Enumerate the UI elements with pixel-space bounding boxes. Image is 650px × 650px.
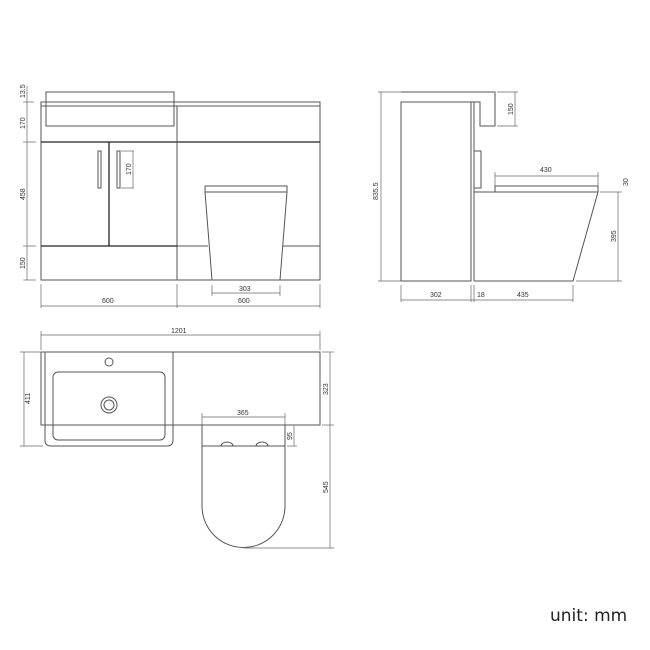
toilet-top bbox=[201, 425, 286, 548]
side-handle bbox=[473, 150, 482, 189]
front-view: 13.5 170 458 150 170 303 600 600 bbox=[20, 84, 321, 308]
dim-seat-length: 430 bbox=[540, 167, 552, 174]
dim-pan-height: 395 bbox=[611, 230, 618, 242]
door-handle-left bbox=[97, 150, 102, 189]
dim-pan-base-width: 303 bbox=[239, 286, 251, 293]
dim-basin-height: 170 bbox=[20, 117, 27, 129]
toilet-side bbox=[474, 191, 599, 282]
dim-right-unit-width: 600 bbox=[238, 298, 250, 305]
side-view: 835.5 150 430 30 395 302 18 435 bbox=[373, 91, 630, 302]
dim-pan-projection: 545 bbox=[323, 481, 330, 493]
dim-total-height: 835.5 bbox=[373, 182, 380, 200]
dim-left-unit-width: 600 bbox=[102, 298, 114, 305]
dim-total-width: 1201 bbox=[171, 328, 187, 335]
top-view: 1201 411 323 365 95 545 bbox=[20, 328, 334, 549]
dim-pan-depth: 435 bbox=[517, 292, 529, 299]
toilet-front bbox=[204, 191, 288, 281]
basin-front bbox=[45, 91, 175, 127]
unit-label: unit: mm bbox=[550, 606, 628, 626]
basin-bowl bbox=[52, 371, 166, 441]
dim-pan-width: 365 bbox=[237, 410, 249, 417]
drain-inner bbox=[103, 399, 115, 411]
basin-top bbox=[44, 351, 174, 447]
dim-unit-depth: 302 bbox=[430, 292, 442, 299]
dim-basin-overhang: 150 bbox=[508, 103, 515, 115]
tap-hole bbox=[104, 357, 114, 367]
dim-seat-thickness: 30 bbox=[623, 178, 630, 186]
dim-unit-depth-top: 323 bbox=[323, 383, 330, 395]
dim-door-height: 458 bbox=[20, 188, 27, 200]
dim-panel: 18 bbox=[477, 292, 485, 299]
door-handle-right bbox=[116, 150, 121, 189]
dim-seat-offset: 95 bbox=[287, 432, 294, 440]
dim-handle: 170 bbox=[126, 163, 133, 175]
dim-basin-depth: 411 bbox=[25, 393, 32, 404]
dim-basin-lip: 13.5 bbox=[20, 84, 27, 98]
drain-outer bbox=[100, 396, 118, 414]
dim-plinth: 150 bbox=[20, 257, 27, 269]
